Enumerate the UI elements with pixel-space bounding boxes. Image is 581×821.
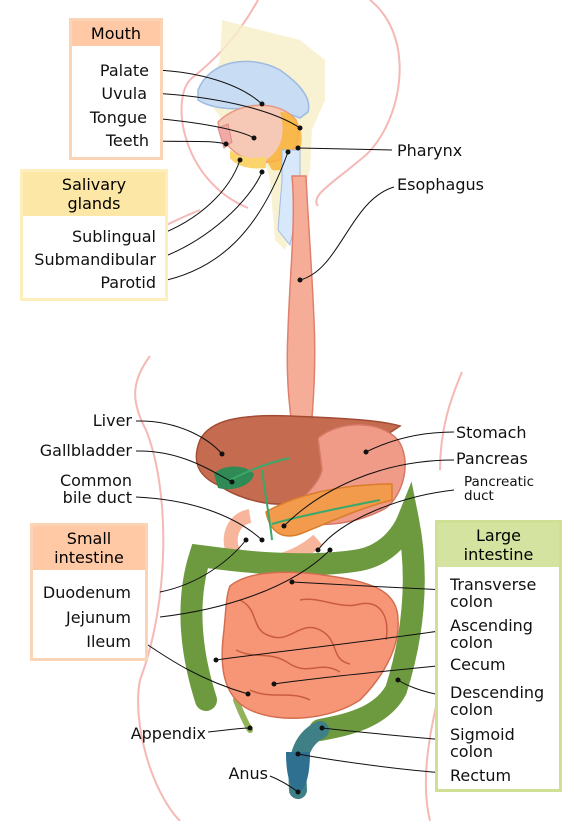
mouth-header: Mouth [72, 21, 160, 46]
label-pancreas: Pancreas [456, 449, 528, 468]
leader-dots [213, 101, 401, 795]
label-teeth: Teeth [105, 131, 149, 150]
salivary-title: Salivary glands [61, 175, 127, 213]
label-appendix: Appendix [130, 724, 206, 743]
label-pancreatic-duct: Pancreatic duct [464, 474, 535, 504]
large-intestine-header: Large intestine [438, 523, 559, 567]
label-cecum: Cecum [450, 655, 506, 674]
large-intestine-group-box: Large intestine [435, 520, 562, 792]
label-anus: Anus [228, 764, 268, 783]
label-gallbladder: Gallbladder [39, 441, 132, 460]
small-intestine-header: Small intestine [33, 526, 145, 570]
label-liver: Liver [92, 411, 132, 430]
label-pharynx: Pharynx [397, 141, 463, 160]
label-esophagus: Esophagus [397, 175, 484, 194]
label-ascending-colon: Ascending colon [450, 616, 533, 652]
head-region [197, 20, 325, 250]
salivary-header: Salivary glands [23, 172, 165, 216]
label-submandibular: Submandibular [34, 250, 156, 269]
label-palate: Palate [99, 61, 149, 80]
label-stomach: Stomach [456, 423, 527, 442]
leader-lines [135, 69, 455, 793]
label-uvula: Uvula [101, 84, 147, 103]
small-intestine-title: Small intestine [54, 529, 124, 567]
mouth-title: Mouth [90, 24, 142, 43]
label-duodenum: Duodenum [42, 583, 131, 602]
mouth-group-box: Mouth [69, 18, 163, 160]
small-intestine-shape [221, 571, 399, 719]
label-ileum: Ileum [86, 632, 131, 651]
label-descending-colon: Descending colon [450, 683, 545, 719]
ducts [229, 457, 381, 541]
label-parotid: Parotid [100, 273, 156, 292]
label-tongue: Tongue [89, 108, 147, 127]
label-sigmoid-colon: Sigmoid colon [450, 725, 515, 761]
label-common-bile-duct: Common bile duct [59, 471, 132, 507]
salivary-group-box: Salivary glands [20, 169, 168, 301]
small-intestine-group-box: Small intestine [30, 523, 148, 661]
label-transverse-colon: Transverse colon [450, 575, 537, 611]
label-sublingual: Sublingual [71, 227, 156, 246]
large-intestine-title: Large intestine [463, 526, 534, 564]
label-jejunum: Jejunum [65, 608, 131, 627]
label-rectum: Rectum [450, 766, 512, 785]
rectum-shape [286, 752, 310, 794]
